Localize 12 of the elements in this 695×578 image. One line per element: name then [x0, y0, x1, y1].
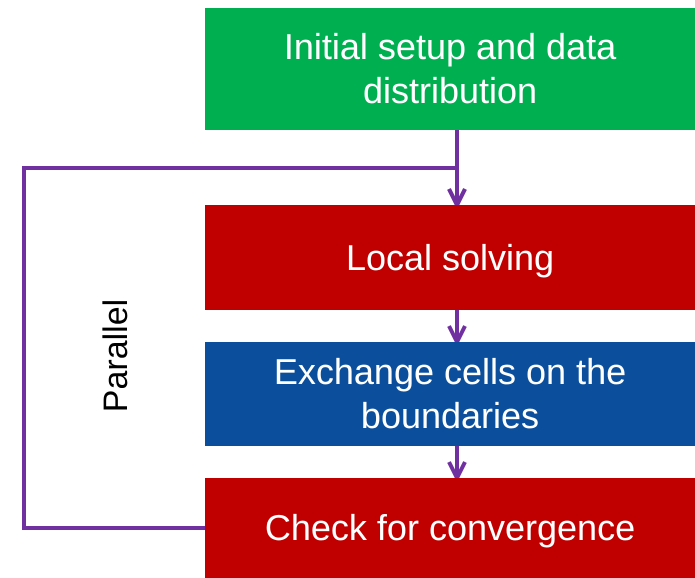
box-label: Check for convergence — [264, 506, 636, 550]
box-label: Initial setup and data distribution — [282, 25, 618, 113]
arrow — [447, 446, 467, 480]
process-box — [205, 205, 695, 310]
side-label: Parallel — [97, 298, 136, 412]
arrow — [22, 166, 467, 530]
box-label: Exchange cells on the boundaries — [272, 350, 628, 438]
process-box — [205, 8, 695, 130]
process-box — [205, 478, 695, 578]
arrow — [447, 310, 467, 344]
process-box — [205, 342, 695, 446]
box-label: Local solving — [346, 236, 554, 280]
